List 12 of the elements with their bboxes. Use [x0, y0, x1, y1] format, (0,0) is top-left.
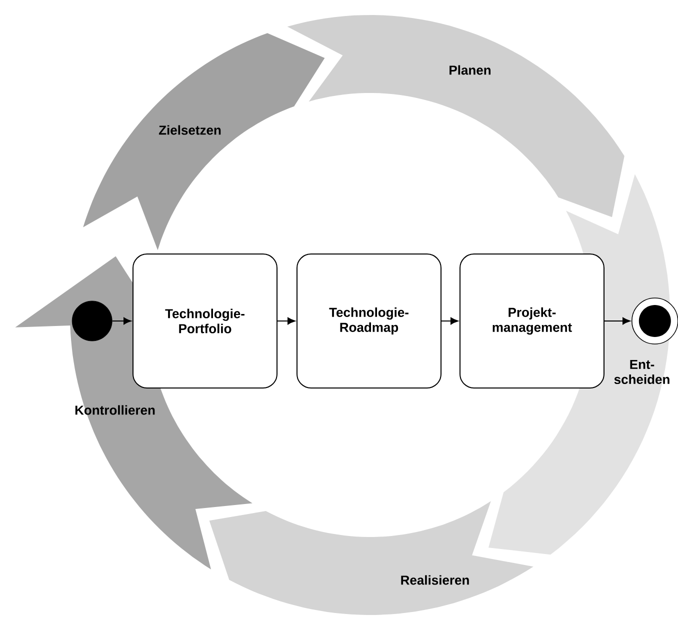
process-box: Projekt- management: [460, 253, 604, 388]
cycle-arrow-segment: Realisieren: [209, 501, 534, 615]
arrow: [112, 317, 132, 325]
arrow: [277, 317, 296, 325]
cycle-arrow-segment: Planen: [287, 15, 624, 218]
start-dot: [72, 300, 112, 342]
arrow: [441, 317, 458, 325]
process-box: Technologie- Portfolio: [132, 253, 278, 388]
end-dot: [632, 298, 678, 344]
process-box: Technologie- Roadmap: [296, 253, 442, 388]
cycle-arrow-segment: Zielsetzen: [83, 33, 325, 250]
arrow: [604, 317, 630, 325]
